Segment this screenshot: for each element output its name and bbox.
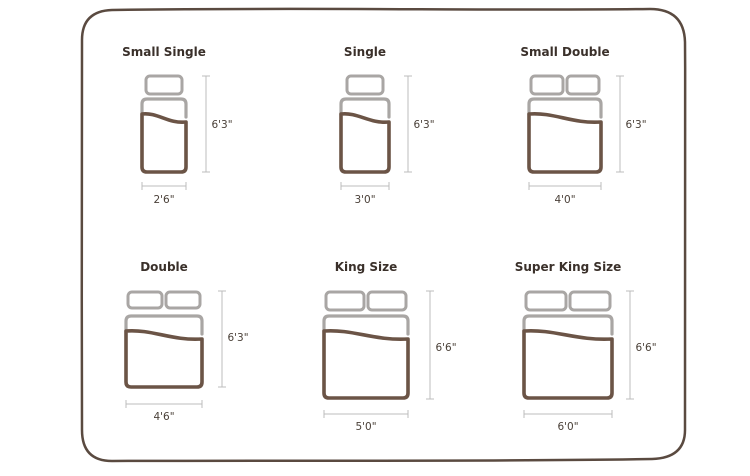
bed-group: King Size 6'6" 5'0": [322, 260, 457, 433]
width-label: 5'0": [355, 421, 376, 433]
bed-title: Super King Size: [515, 260, 622, 274]
bed-group: Super King Size 6'6" 6'0": [515, 260, 657, 433]
pillow: [366, 290, 408, 312]
pillow: [529, 74, 565, 96]
length-label: 6'3": [413, 119, 434, 131]
sheet-top: [322, 314, 410, 336]
pillow: [345, 74, 385, 96]
length-label: 6'3": [211, 119, 232, 131]
pillow: [524, 290, 568, 312]
sheet-top: [124, 314, 204, 336]
bed-title: King Size: [335, 260, 398, 274]
bed-group: Single 6'3" 3'0": [339, 45, 435, 206]
length-label: 6'3": [227, 332, 248, 344]
bed-title: Small Double: [520, 45, 609, 59]
bed-group: Small Double 6'3" 4'0": [520, 45, 646, 206]
length-label: 6'6": [635, 342, 656, 354]
bed-outline: [322, 328, 410, 400]
bed-outline: [527, 112, 603, 174]
width-label: 2'6": [153, 194, 174, 206]
bed-outline: [522, 328, 614, 400]
bed-title: Single: [344, 45, 386, 59]
outer-frame: [80, 7, 687, 463]
bed-group: Small Single 6'3" 2'6": [122, 45, 232, 206]
pillow: [324, 290, 366, 312]
pillow: [164, 290, 202, 310]
width-label: 3'0": [354, 194, 375, 206]
length-label: 6'3": [625, 119, 646, 131]
width-label: 4'6": [153, 411, 174, 423]
width-label: 4'0": [554, 194, 575, 206]
bed-title: Double: [140, 260, 188, 274]
sheet-top: [527, 97, 603, 119]
beds-layer: Small Single 6'3" 2'6" Single 6'3" 3'0" Small …: [122, 45, 656, 433]
bed-title: Small Single: [122, 45, 206, 59]
bed-outline: [339, 112, 391, 174]
bed-group: Double 6'3" 4'6": [124, 260, 249, 423]
pillow: [568, 290, 612, 312]
sheet-top: [339, 97, 391, 119]
sheet-top: [140, 97, 188, 119]
bed-outline: [140, 112, 188, 174]
width-label: 6'0": [557, 421, 578, 433]
length-label: 6'6": [435, 342, 456, 354]
pillow: [144, 74, 184, 96]
sheet-top: [522, 314, 614, 336]
pillow: [126, 290, 164, 310]
pillow: [565, 74, 601, 96]
bed-outline: [124, 329, 204, 389]
